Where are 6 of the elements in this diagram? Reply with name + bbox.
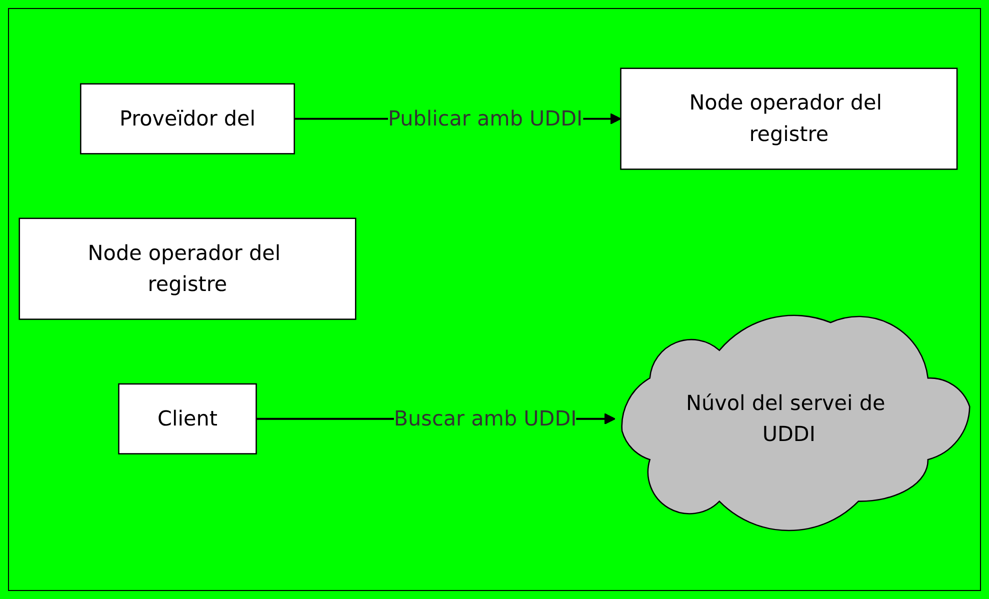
node-box: Node operador del registre [620,68,958,170]
node-box: Node operador del registre [18,218,356,320]
edge-label: Buscar amb UDDI [394,406,577,431]
edge-label: Publicar amb UDDI [388,106,583,130]
node-box: Proveïdor del [80,83,295,154]
node-box: Client [118,383,257,454]
